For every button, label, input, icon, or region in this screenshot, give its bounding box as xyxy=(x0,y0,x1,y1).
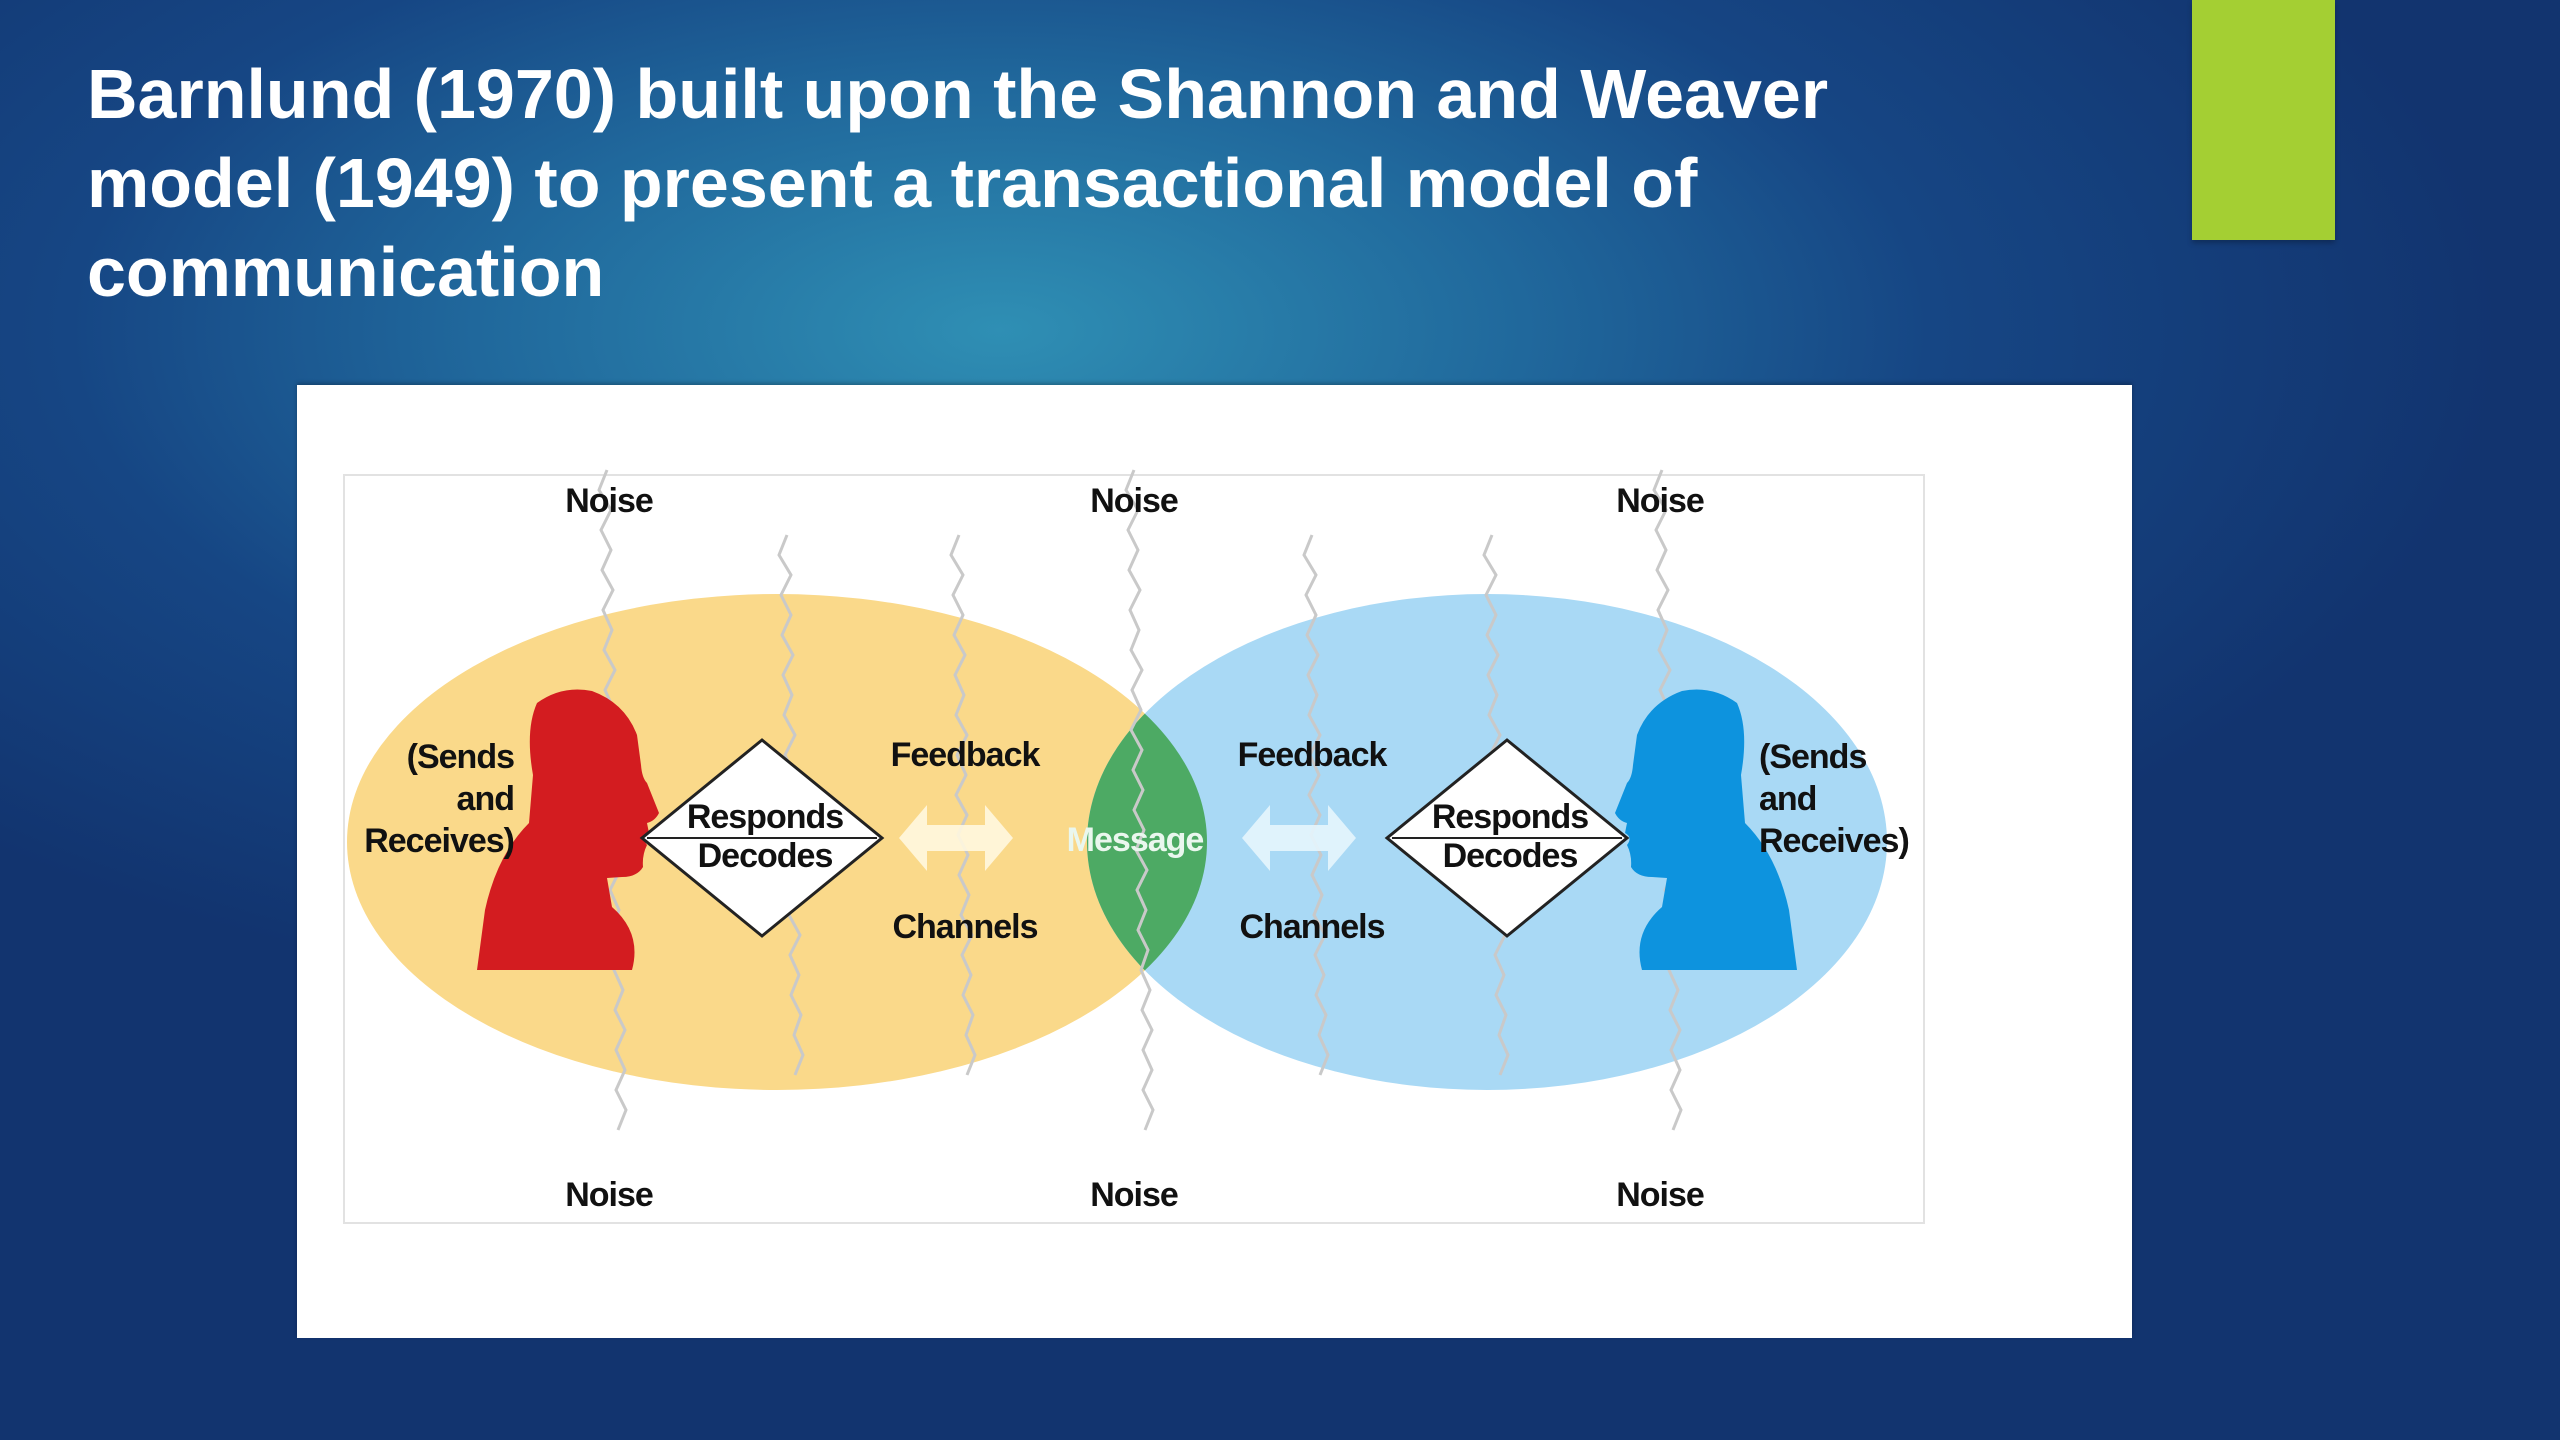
title-line-2: model (1949) to present a transactional … xyxy=(87,144,1698,222)
left-feedback-double-arrow xyxy=(899,805,1013,871)
left-decodes-label: Decodes xyxy=(698,837,833,875)
left-responds-label: Responds xyxy=(687,798,843,836)
right-person-silhouette xyxy=(1615,689,1797,970)
message-label: Message xyxy=(1067,821,1204,859)
left-person-silhouette xyxy=(477,689,659,970)
left-feedback-label: Feedback xyxy=(891,736,1041,774)
left-party-line-2: and xyxy=(457,780,514,818)
noise-label-top-right: Noise xyxy=(1616,482,1704,520)
right-party-line-1: (Sends xyxy=(1759,738,1866,776)
noise-label-top-left: Noise xyxy=(565,482,653,520)
left-channels-label: Channels xyxy=(892,908,1037,946)
diagram-panel: Noise Noise Noise Noise Noise Noise (Sen… xyxy=(297,385,2132,1338)
diagram-frame xyxy=(343,474,1925,1224)
accent-bar xyxy=(2192,0,2335,240)
right-channels-label: Channels xyxy=(1239,908,1384,946)
right-feedback-label: Feedback xyxy=(1238,736,1388,774)
noise-label-top-center: Noise xyxy=(1090,482,1178,520)
right-decodes-label: Decodes xyxy=(1443,837,1578,875)
noise-label-bottom-center: Noise xyxy=(1090,1176,1178,1214)
title-line-3: communication xyxy=(87,233,605,311)
right-responds-label: Responds xyxy=(1432,798,1588,836)
right-party-line-3: Receives) xyxy=(1759,822,1909,860)
transactional-model-diagram: Noise Noise Noise Noise Noise Noise (Sen… xyxy=(343,469,1925,1224)
title-line-1: Barnlund (1970) built upon the Shannon a… xyxy=(87,55,1829,133)
slide-title: Barnlund (1970) built upon the Shannon a… xyxy=(87,50,2087,317)
left-party-line-1: (Sends xyxy=(407,738,514,776)
noise-label-bottom-left: Noise xyxy=(565,1176,653,1214)
right-feedback-double-arrow xyxy=(1242,805,1356,871)
noise-label-bottom-right: Noise xyxy=(1616,1176,1704,1214)
right-party-line-2: and xyxy=(1759,780,1816,818)
left-party-line-3: Receives) xyxy=(364,822,514,860)
